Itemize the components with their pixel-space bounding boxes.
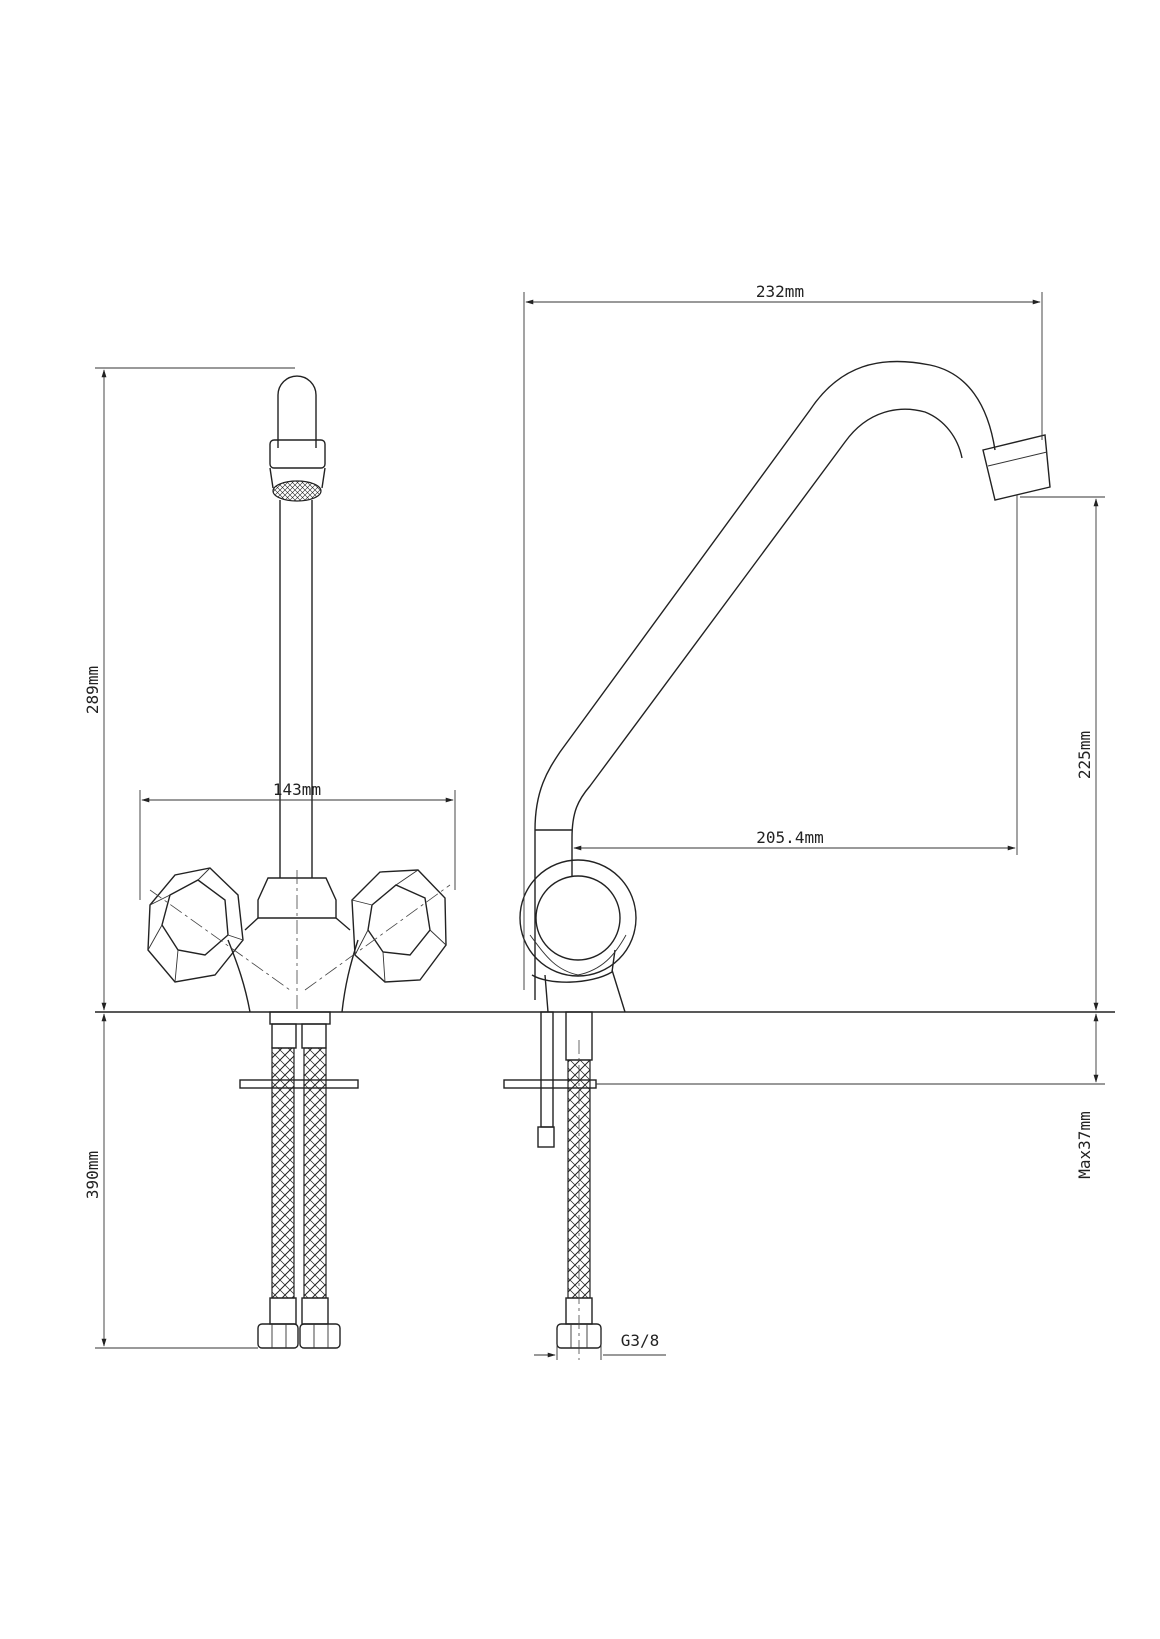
aerator-mesh-icon [272,480,322,502]
dimension-lines [95,292,1105,1360]
threaded-rod [540,1011,554,1128]
right-handle-icon [351,869,447,983]
hose-nut-right [299,1323,341,1349]
dim-hose-length: 390mm [83,1151,102,1199]
body-shell [227,939,359,1013]
mounting-plate [239,1079,359,1089]
left-handle-icon [147,867,244,983]
spout-top [277,375,317,448]
hose-nut-left [257,1323,299,1349]
side-view [503,360,1051,1360]
front-view [95,375,1115,1349]
dim-max-thickness: Max37mm [1075,1111,1094,1178]
dim-spout-height: 225mm [1075,731,1094,779]
aerator-housing [269,439,326,469]
dim-spout-reach: 205.4mm [756,828,823,847]
spout-outer-curve [534,360,996,1000]
hose-left [271,1047,295,1299]
dim-handle-span: 143mm [273,780,321,799]
spout-inner-curve [571,408,963,876]
hose-right [303,1047,327,1299]
side-aerator [982,434,1051,501]
dim-front-height: 289mm [83,666,102,714]
dim-thread: G3/8 [621,1331,660,1350]
side-handle-icon [519,859,637,977]
dim-overall-reach: 232mm [756,282,804,301]
